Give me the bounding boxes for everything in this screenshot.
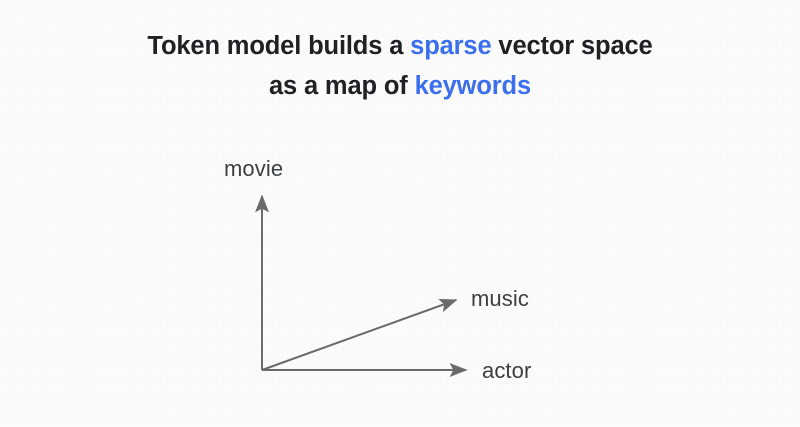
title-line2-text-before: as a map of (268, 72, 415, 100)
page-title: Token model builds a sparse vector space… (0, 26, 800, 106)
title-line1-text-after: vector space (491, 32, 653, 60)
title-line-1: Token model builds a sparse vector space (0, 26, 800, 66)
axis-label-music: music (471, 286, 529, 311)
title-highlight-sparse: sparse (410, 32, 492, 60)
title-line-2: as a map of keywords (0, 66, 800, 106)
title-line1-text-before: Token model builds a (147, 32, 411, 60)
title-highlight-keywords: keywords (414, 72, 532, 100)
music-vector-line (261, 298, 458, 371)
axis-label-movie: movie (224, 156, 284, 181)
axis-label-actor: actor (482, 358, 532, 383)
